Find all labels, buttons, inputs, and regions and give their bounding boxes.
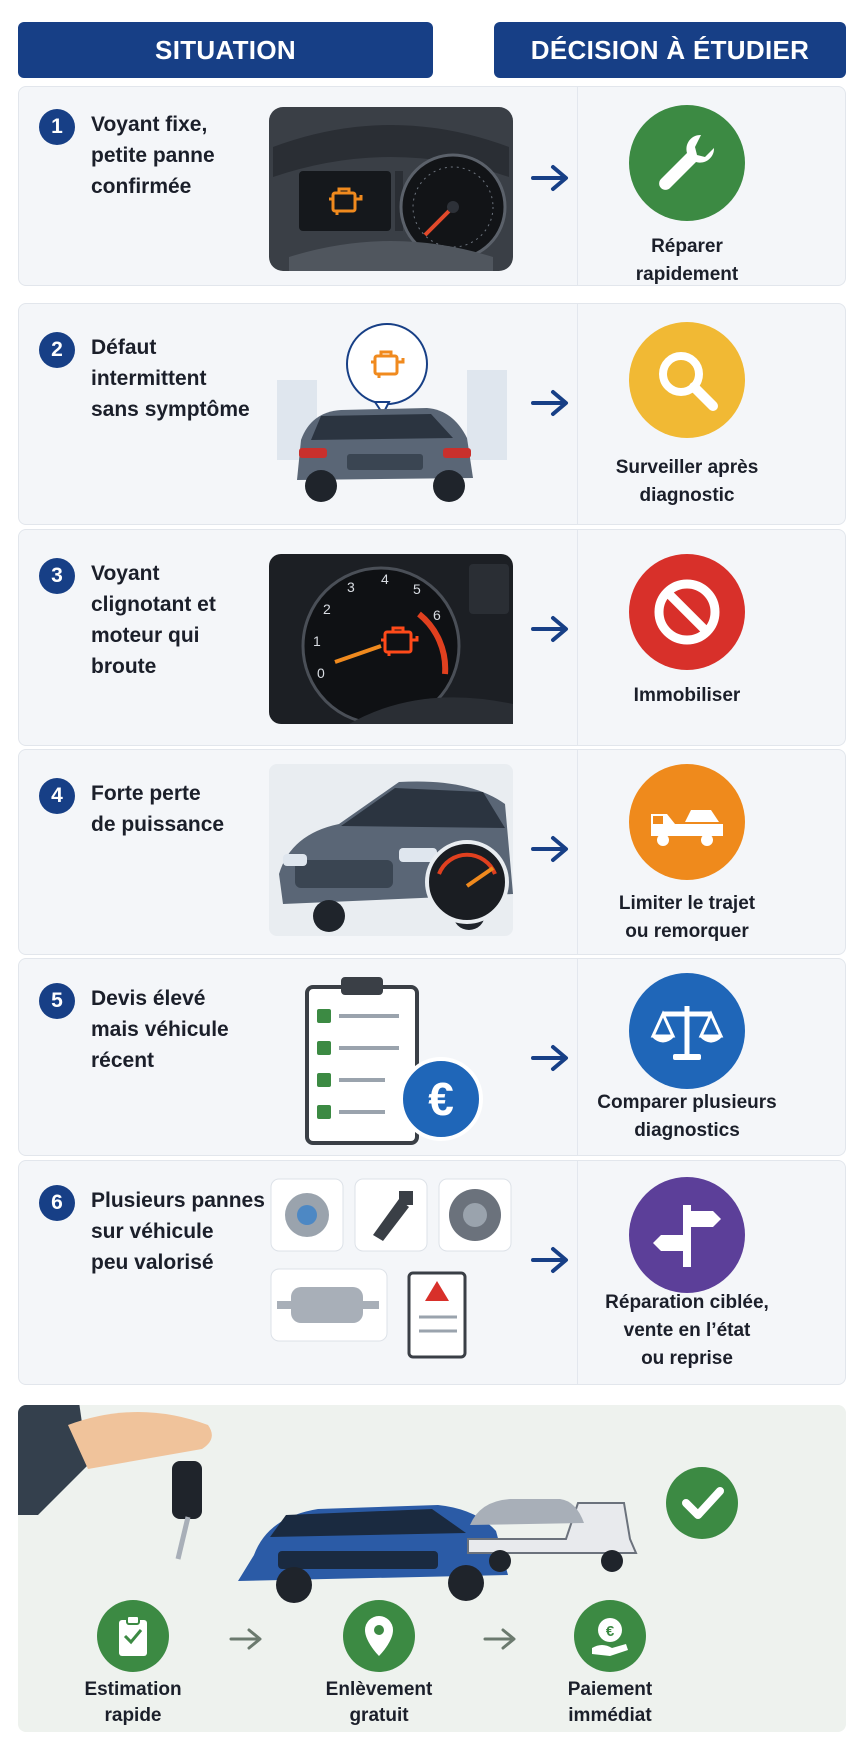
gauge-label-3: 3 bbox=[347, 579, 355, 595]
arrow-icon bbox=[531, 836, 568, 862]
dashboard-engine-light-illustration bbox=[269, 107, 513, 271]
step-text: Estimation rapide bbox=[84, 1679, 182, 1726]
wrench-icon bbox=[629, 105, 745, 221]
car-with-gauge-illustration bbox=[269, 764, 513, 936]
gauge-label-4: 4 bbox=[381, 571, 389, 587]
tow-truck-icon bbox=[629, 764, 745, 880]
row-number-badge: 5 bbox=[39, 983, 75, 1019]
row-divider bbox=[577, 750, 578, 954]
gauge-label-1: 1 bbox=[313, 633, 321, 649]
vehicle-buyback-banner: Estimation rapide Enlèvement gratuit € P… bbox=[18, 1405, 846, 1732]
row-divider bbox=[577, 1161, 578, 1384]
row-number-badge: 6 bbox=[39, 1185, 75, 1221]
decision-text: Immobiliser bbox=[633, 685, 741, 706]
clipboard-check-icon bbox=[97, 1600, 169, 1672]
tachometer-engine-light-illustration: 0 1 2 3 4 5 6 bbox=[269, 554, 513, 724]
signpost-icon bbox=[629, 1177, 745, 1293]
gauge-label-6: 6 bbox=[433, 607, 441, 623]
row-divider bbox=[577, 87, 578, 285]
situation-text: Forte perte de puissance bbox=[91, 782, 225, 836]
gauge-label-5: 5 bbox=[413, 581, 421, 597]
arrow-icon bbox=[531, 616, 568, 642]
step-text: Paiement immédiat bbox=[567, 1679, 653, 1726]
arrow-icon bbox=[531, 390, 568, 416]
decision-text: Réparer rapidement bbox=[635, 236, 739, 285]
step-text: Enlèvement gratuit bbox=[325, 1679, 433, 1726]
situation-text: Plusieurs pannes sur véhicule peu valori… bbox=[91, 1189, 265, 1274]
decision-row-4: 4 Forte perte de puissance Limiter le tr… bbox=[18, 749, 846, 955]
decision-text: Réparation ciblée, vente en l’état ou re… bbox=[605, 1292, 769, 1369]
decision-header: DÉCISION À ÉTUDIER bbox=[494, 22, 846, 78]
decision-row-3: 3 Voyant clignotant et moteur qui broute… bbox=[18, 529, 846, 746]
euro-symbol: € bbox=[428, 1073, 454, 1125]
location-pin-icon bbox=[343, 1600, 415, 1672]
decision-row-2: 2 Défaut intermittent sans symptôme Surv… bbox=[18, 303, 846, 525]
car-with-engine-alert-illustration bbox=[277, 323, 507, 502]
row-divider bbox=[577, 959, 578, 1155]
row-number-badge: 1 bbox=[39, 109, 75, 145]
row-divider bbox=[577, 304, 578, 524]
row-number-badge: 4 bbox=[39, 778, 75, 814]
decision-text: Limiter le trajet ou remorquer bbox=[618, 893, 756, 942]
arrow-icon bbox=[229, 1628, 262, 1650]
hand-euro-icon: € bbox=[574, 1600, 646, 1672]
arrow-icon bbox=[531, 1045, 568, 1071]
decision-row-6: 6 Plusieurs pannes sur véhicule peu valo… bbox=[18, 1160, 846, 1385]
decision-row-5: 5 Devis élevé mais véhicule récent € Com… bbox=[18, 958, 846, 1156]
row-number-badge: 3 bbox=[39, 558, 75, 594]
checklist-with-euro-illustration: € bbox=[305, 977, 483, 1145]
situation-text: Défaut intermittent sans symptôme bbox=[91, 336, 250, 421]
scales-icon bbox=[629, 973, 745, 1089]
no-entry-icon bbox=[629, 554, 745, 670]
situation-text: Devis élevé mais véhicule récent bbox=[91, 987, 229, 1072]
decision-text: Surveiller après diagnostic bbox=[615, 457, 759, 506]
hand-keys-car-tow-illustration bbox=[18, 1405, 738, 1603]
gauge-label-0: 0 bbox=[317, 665, 325, 681]
gauge-label-2: 2 bbox=[323, 601, 331, 617]
row-number-badge: 2 bbox=[39, 332, 75, 368]
decision-text: Comparer plusieurs diagnostics bbox=[597, 1092, 777, 1141]
decision-row-1: 1 Voyant fixe, petite panne confirmée Ré… bbox=[18, 86, 846, 286]
arrow-icon bbox=[531, 1247, 568, 1273]
arrow-icon bbox=[531, 165, 568, 191]
situation-text: Voyant clignotant et moteur qui broute bbox=[91, 562, 216, 678]
situation-header: SITUATION bbox=[18, 22, 433, 78]
car-parts-grid-illustration bbox=[270, 1178, 512, 1359]
situation-text: Voyant fixe, petite panne confirmée bbox=[91, 113, 215, 198]
arrow-icon bbox=[483, 1628, 516, 1650]
svg-text:€: € bbox=[606, 1623, 615, 1640]
row-divider bbox=[577, 530, 578, 745]
magnifier-icon bbox=[629, 322, 745, 438]
